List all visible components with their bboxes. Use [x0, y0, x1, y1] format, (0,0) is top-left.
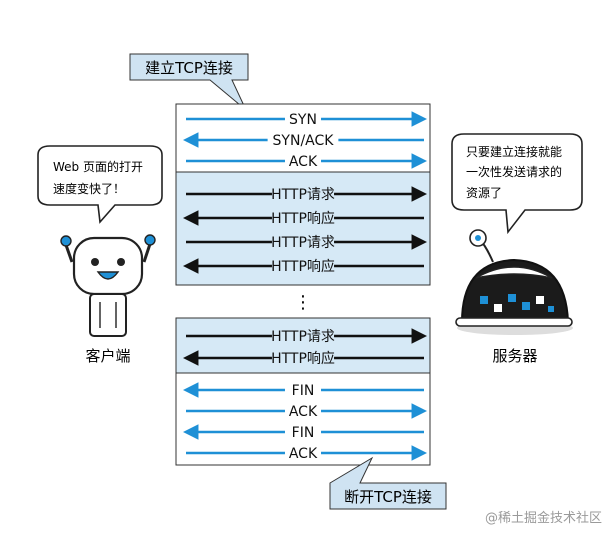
client-robot-illustration: [60, 234, 156, 337]
handshake-label-2: SYN/ACK: [273, 133, 335, 149]
teardown-label-bg-3: [284, 422, 322, 440]
handshake-label-bg-2: [267, 130, 339, 148]
teardown-label-bg-4: [284, 443, 322, 461]
establish-callout: 建立TCP连接: [129, 53, 249, 111]
http-exchange-1-label-2: HTTP响应: [271, 210, 335, 227]
disconnect-callout: 断开TCP连接: [329, 456, 447, 510]
http-exchange-2-label-2: HTTP响应: [271, 350, 335, 367]
http-exchange-1-label-1: HTTP请求: [271, 187, 335, 203]
client-label: 客户端: [85, 347, 130, 365]
arrow-layer: SYN SYN/ACK ACK HTTP请求 HTTP响应 HTTP请求 HTTP响应 HTT…: [182, 109, 428, 462]
handshake-label-bg-1: [284, 109, 322, 127]
handshake-label-1: SYN: [289, 112, 317, 128]
teardown-label-4: ACK: [289, 446, 318, 462]
teardown-label-bg-1: [284, 380, 322, 398]
http-exchange-1-label-bg-1: [271, 184, 335, 202]
http-exchange-2-label-1: HTTP请求: [271, 329, 335, 345]
http-exchange-1-label-3: HTTP请求: [271, 235, 335, 251]
teardown-label-bg-2: [284, 401, 322, 419]
http-exchange-2-label-bg-2: [271, 348, 335, 366]
disconnect-callout-text: 断开TCP连接: [344, 488, 432, 506]
handshake-label-3: ACK: [289, 154, 318, 170]
server-label: 服务器: [492, 347, 537, 365]
server-speech-line-1: 只要建立连接就能: [466, 144, 562, 159]
teardown-label-2: ACK: [289, 404, 318, 420]
client-speech-bubble: Web 页面的打开 速度变快了！: [37, 145, 163, 224]
server-robot-illustration: [455, 229, 573, 335]
http-exchange-1-label-bg-2: [271, 208, 335, 226]
handshake-label-bg-3: [284, 151, 322, 169]
establish-callout-text: 建立TCP连接: [145, 59, 233, 77]
http-exchange-1-label-bg-4: [271, 256, 335, 274]
client-speech-line-2: 速度变快了！: [53, 181, 125, 196]
watermark: @稀土掘金技术社区: [485, 510, 602, 526]
teardown-label-3: FIN: [292, 425, 315, 441]
server-speech-bubble: 只要建立连接就能 一次性发送请求的 资源了: [451, 133, 583, 235]
ellipsis: ⋮: [294, 292, 312, 313]
http-exchange-1-label-4: HTTP响应: [271, 258, 335, 275]
http-exchange-1-label-bg-3: [271, 232, 335, 250]
server-speech-line-2: 一次性发送请求的: [466, 164, 562, 179]
teardown-label-1: FIN: [292, 383, 315, 399]
client-speech-line-1: Web 页面的打开: [53, 159, 143, 174]
server-speech-line-3: 资源了: [466, 186, 502, 200]
http-exchange-2-label-bg-1: [271, 326, 335, 344]
